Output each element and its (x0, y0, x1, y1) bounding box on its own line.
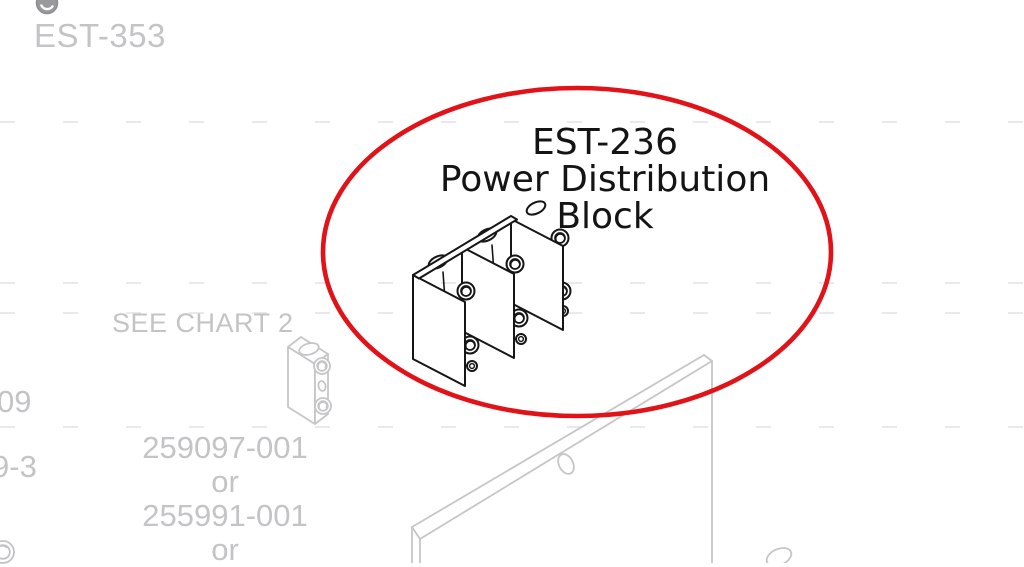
part-number-or: or (211, 464, 239, 499)
panel-partial-hole (765, 547, 793, 563)
screw-head-icon (0, 540, 15, 564)
callout-part-number: EST-236 (532, 122, 678, 163)
part-number-line: 259097-001 (142, 430, 308, 465)
part-number-list: 259097-001 or 255991-001 or (115, 431, 335, 567)
screw-head-icon (35, 0, 59, 15)
panel-left-cap (411, 526, 421, 540)
panel-mounting-hole (557, 453, 575, 475)
part-number-line: 255991-001 (142, 498, 308, 533)
part-number-or: or (211, 532, 239, 567)
panel-right-cap (703, 354, 713, 362)
component-screw-upper (313, 357, 331, 375)
callout-title: EST-236 Power Distribution Block (415, 124, 795, 235)
component-screw-lower (314, 397, 332, 415)
gray-terminal-component-drawing (287, 336, 332, 425)
left-edge-partial-number-bottom: 9-3 (0, 449, 37, 484)
part-label-est-353: EST-353 (34, 17, 166, 54)
callout-name-line: Power Distribution (439, 159, 771, 200)
left-edge-partial-number-top: 09 (0, 384, 32, 419)
callout-name-line: Block (556, 196, 654, 237)
component-top-hole (298, 342, 320, 356)
faint-dash-row (0, 426, 1024, 428)
see-chart-2-label: SEE CHART 2 (112, 308, 294, 338)
